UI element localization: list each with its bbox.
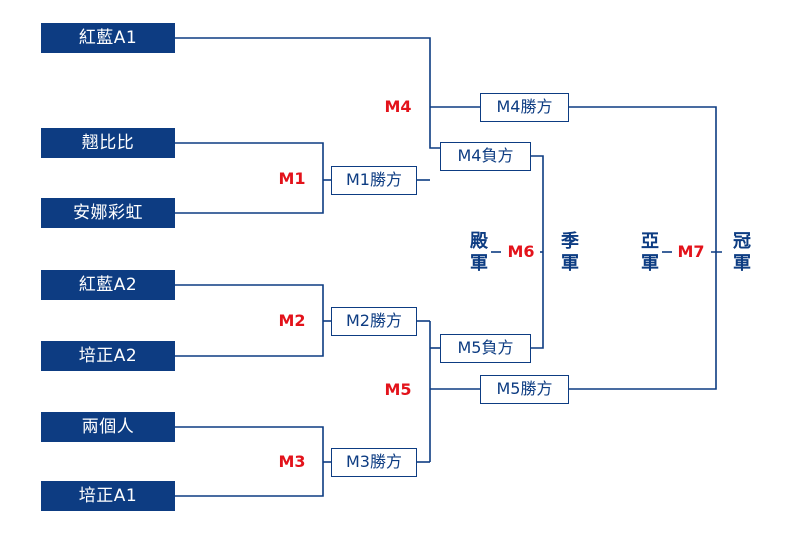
m5-winner-box: M5勝方 <box>480 375 569 404</box>
place-champion-char-2: 軍 <box>733 253 751 274</box>
line-a1-to-m4 <box>175 37 440 149</box>
m2-winner-box: M2勝方 <box>331 307 417 336</box>
match-label-m7: M7 <box>677 242 705 261</box>
match-label-m2: M2 <box>278 311 306 330</box>
team-slot-7: 培正A1 <box>41 481 175 511</box>
m1-winner-box: M1勝方 <box>331 166 417 195</box>
m3-winner-box: M3勝方 <box>331 448 417 477</box>
match-label-m6: M6 <box>507 242 535 261</box>
place-champion-char-1: 冠 <box>733 231 751 252</box>
place-second-char-1: 亞 <box>641 231 659 252</box>
place-second-char-2: 軍 <box>641 253 659 274</box>
place-champion-label: 冠 軍 <box>730 231 754 275</box>
team-slot-1: 紅藍A1 <box>41 23 175 53</box>
place-third-label: 季 軍 <box>558 231 582 275</box>
m5-loser-box: M5負方 <box>440 334 531 363</box>
place-fourth-label: 殿 軍 <box>467 231 491 275</box>
match-label-m1: M1 <box>278 169 306 188</box>
team-slot-6: 兩個人 <box>41 412 175 442</box>
line-m4-winner-to-final <box>569 106 717 390</box>
team-slot-3: 安娜彩虹 <box>41 198 175 228</box>
place-second-label: 亞 軍 <box>638 231 662 275</box>
match-label-m4: M4 <box>384 97 412 116</box>
m4-winner-box: M4勝方 <box>480 93 569 122</box>
place-fourth-char-1: 殿 <box>470 231 488 252</box>
team-slot-4: 紅藍A2 <box>41 270 175 300</box>
place-third-char-1: 季 <box>561 231 579 252</box>
place-fourth-char-2: 軍 <box>470 253 488 274</box>
team-slot-5: 培正A2 <box>41 341 175 371</box>
m4-loser-box: M4負方 <box>440 142 531 171</box>
place-third-char-2: 軍 <box>561 253 579 274</box>
match-label-m5: M5 <box>384 380 412 399</box>
match-label-m3: M3 <box>278 452 306 471</box>
team-slot-2: 翹比比 <box>41 128 175 158</box>
line-m1-bracket <box>175 142 324 214</box>
